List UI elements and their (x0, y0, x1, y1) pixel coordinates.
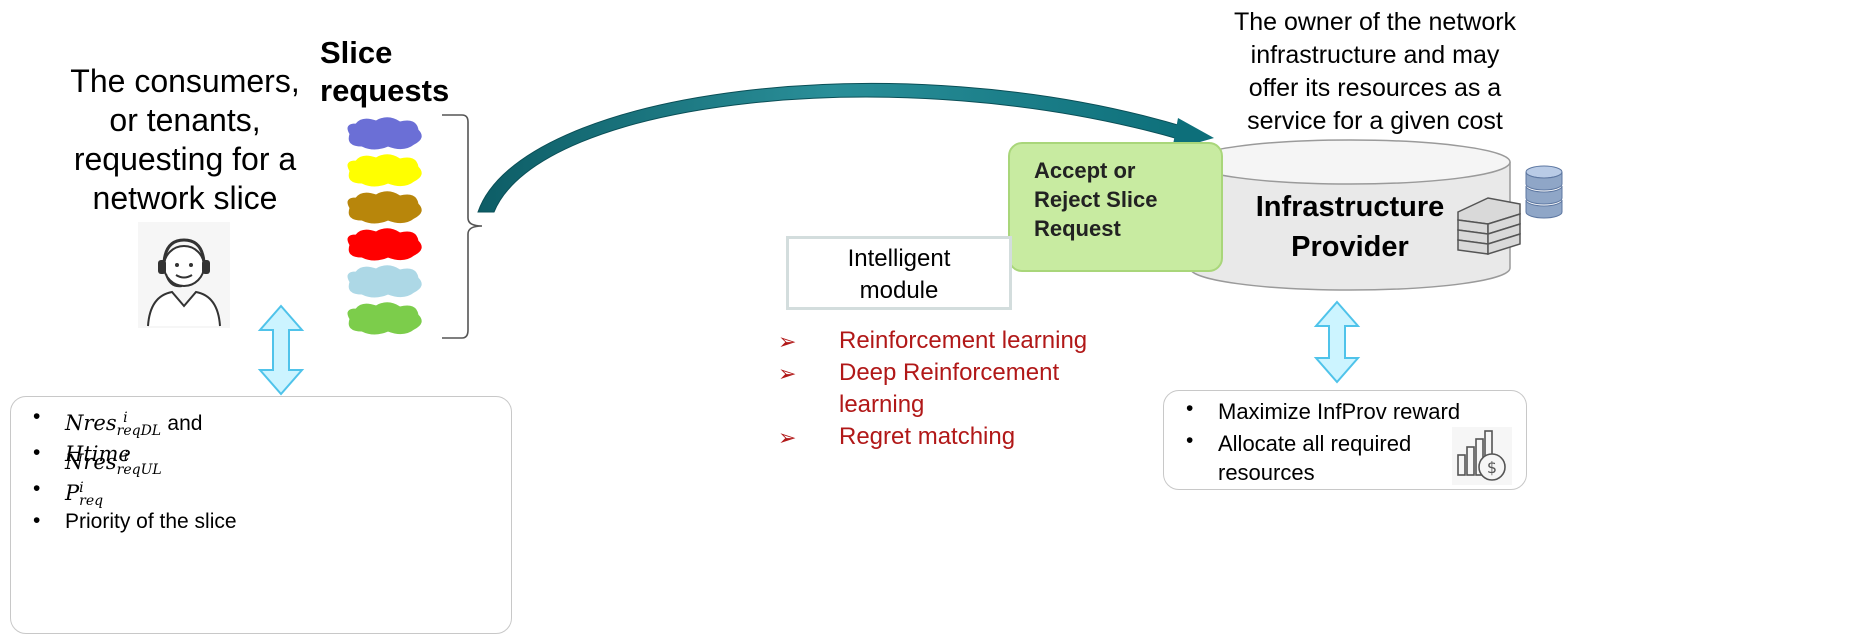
svg-text:$: $ (1487, 458, 1497, 477)
slice-requests-title: Slice requests (320, 34, 460, 110)
method-item: Reinforcement learning (839, 327, 1088, 354)
consumer-line: requesting for a (73, 141, 297, 177)
math-sub: req (79, 493, 104, 510)
slice-cloud (347, 302, 422, 335)
slice-brace (442, 114, 483, 339)
math-var: Nres (65, 450, 117, 475)
provider-owner-description: The owner of the network infrastructure … (1185, 6, 1565, 138)
module-line: Intelligent (847, 245, 951, 272)
param-htime: Htime (65, 442, 131, 466)
param-resources: NresreqDLi and NresreqULi (65, 405, 271, 483)
provider-goals-box: • Maximize InfProv reward • Allocate all… (1163, 390, 1527, 490)
math-sup: i (123, 410, 128, 426)
owner-line: infrastructure and may (1250, 41, 1500, 69)
intelligent-module-box: Intelligent module (786, 236, 1012, 310)
consumer-double-arrow (257, 304, 305, 396)
goal-item: Allocate all required (1218, 431, 1412, 456)
provider-double-arrow (1313, 300, 1361, 384)
database-icon (1524, 164, 1564, 224)
consumer-line: network slice (92, 180, 278, 216)
decision-line: Reject Slice (1034, 187, 1158, 212)
slice-cloud (347, 154, 422, 187)
money-chart-icon: $ (1452, 427, 1512, 485)
decision-line: Accept or (1034, 158, 1136, 183)
slice-cloud (347, 191, 422, 224)
accept-reject-box: Accept or Reject Slice Request (1008, 142, 1223, 272)
slice-title-line: requests (320, 73, 450, 108)
bullet: • (33, 405, 41, 428)
arrow-bullet-icon: ➢ (778, 329, 797, 354)
method-item: Deep Reinforcement (839, 359, 1060, 386)
param-price: Preqi (65, 475, 103, 514)
slice-cloud (347, 265, 422, 298)
bullet: • (1186, 429, 1194, 452)
math-sup: i (123, 449, 129, 466)
consumer-line: or tenants, (109, 102, 261, 138)
math-sub: reqUL (116, 462, 162, 479)
infrastructure-provider-label: Infrastructure Provider (1190, 187, 1510, 267)
bullet: • (33, 477, 41, 500)
module-line: module (859, 277, 939, 304)
owner-line: service for a given cost (1247, 107, 1503, 135)
bullet: • (33, 509, 41, 532)
decision-line: Request (1034, 216, 1121, 241)
slice-cloud (347, 228, 422, 261)
owner-line: The owner of the network (1233, 8, 1517, 36)
goal-item: resources (1218, 460, 1315, 485)
customer-service-agent-icon (138, 222, 230, 328)
math-sup: i (79, 480, 84, 496)
math-var: P (65, 481, 80, 505)
bullet: • (33, 441, 41, 464)
infrastructure-cylinder (1189, 139, 1511, 291)
slice-title-line: Slice (320, 35, 393, 70)
and-text: and (167, 412, 203, 435)
method-item: Regret matching (839, 423, 1016, 450)
methods-list: ➢ Reinforcement learning ➢ Deep Reinforc… (776, 326, 1136, 456)
server-rack-icon (1454, 194, 1524, 258)
arrow-bullet-icon: ➢ (778, 425, 797, 450)
goal-item: Maximize InfProv reward (1218, 399, 1461, 424)
method-item: learning (839, 391, 925, 418)
param-priority: Priority of the slice (65, 510, 237, 533)
provider-name-line: Infrastructure (1255, 191, 1445, 223)
provider-name-line: Provider (1291, 231, 1409, 263)
math-var: Nres (65, 411, 117, 435)
slice-cloud (347, 117, 422, 150)
slice-cloud-stack (347, 117, 422, 335)
consumer-line: The consumers, (70, 63, 300, 99)
bullet: • (1186, 397, 1194, 420)
owner-line: offer its resources as a (1248, 74, 1502, 102)
consumer-description: The consumers, or tenants, requesting fo… (40, 62, 330, 218)
arrow-bullet-icon: ➢ (778, 361, 797, 386)
tenant-parameters-box: • NresreqDLi and NresreqULi • Htime • Pr… (10, 396, 512, 634)
